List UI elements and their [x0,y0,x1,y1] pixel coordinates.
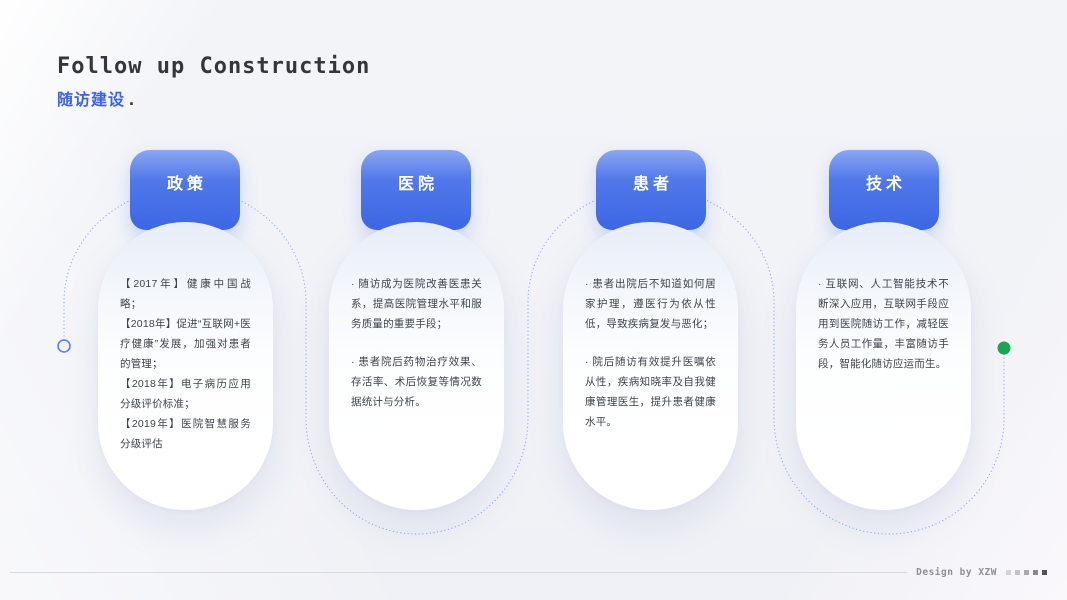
patient-item: · 院后随访有效提升医嘱依从性，疾病知晓率及自我健康管理医生，提升患者健康水平。 [585,356,716,428]
policy-item: 【2018年】电子病历应用分级评价标准； [120,378,251,410]
badge-hospital: 医院 [361,150,471,230]
footer-square-dots [1006,570,1047,575]
badge-policy: 政策 [130,150,240,230]
subtitle-period: . [129,89,135,109]
page-subtitle: 随访建设 [57,92,126,109]
hospital-item: · 患者院后药物治疗效果、存活率、术后恢复等情况数据统计与分析。 [351,356,482,408]
footer-square-icon [1033,570,1038,575]
badge-technology: 技术 [829,150,939,230]
card-patient: · 患者出院后不知道如何居家护理，遵医行为依从性低，导致疾病复发与恶化； · 院… [563,222,738,510]
path-start-ring-marker [57,339,71,353]
footer-square-icon [1015,570,1020,575]
badge-patient: 患者 [596,150,706,230]
hospital-item: · 随访成为医院改善医患关系，提高医院管理水平和服务质量的重要手段； [351,278,482,330]
header: Follow up Construction 随访建设 . [57,54,370,110]
dotted-serpentine-path [63,187,1005,535]
card-policy: 【2017年】健康中国战略； 【2018年】促进“互联网+医疗健康”发展，加强对… [98,222,273,510]
card-technology: · 互联网、人工智能技术不断深入应用，互联网手段应用到医院随访工作，减轻医务人员… [796,222,971,510]
footer-square-icon [1042,570,1047,575]
patient-item: · 患者出院后不知道如何居家护理，遵医行为依从性低，导致疾病复发与恶化； [585,278,716,330]
footer-divider-line [10,572,908,573]
technology-item: · 互联网、人工智能技术不断深入应用，互联网手段应用到医院随访工作，减轻医务人员… [818,278,949,370]
page-subtitle-row: 随访建设 . [57,86,370,110]
policy-item: 【2019年】医院智慧服务分级评估 [120,418,251,450]
policy-item: 【2017年】健康中国战略； [120,278,251,310]
footer-square-icon [1024,570,1029,575]
path-end-green-dot-marker [997,341,1011,355]
card-hospital: · 随访成为医院改善医患关系，提高医院管理水平和服务质量的重要手段； · 患者院… [329,222,504,510]
policy-item: 【2018年】促进“互联网+医疗健康”发展，加强对患者的管理； [120,318,251,370]
footer: Design by XZW [10,567,1047,578]
page-title: Follow up Construction [57,54,371,79]
footer-square-icon [1006,570,1011,575]
design-credit: Design by XZW [916,567,997,578]
